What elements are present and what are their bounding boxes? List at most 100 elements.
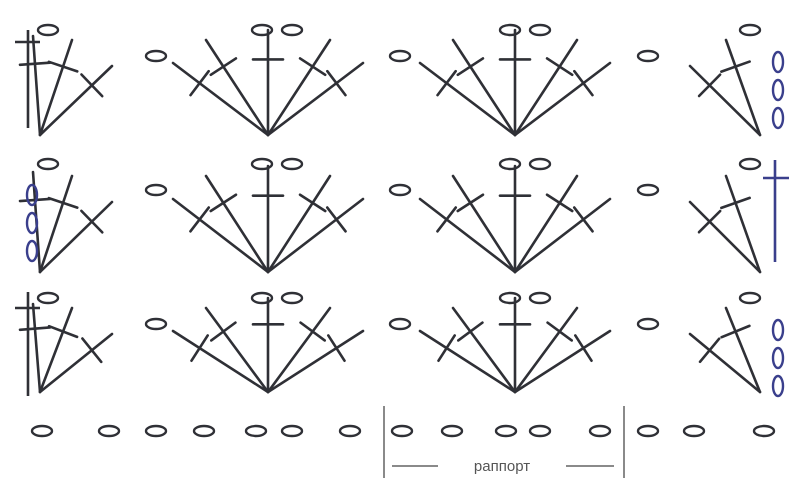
chain-stitch [250,291,274,305]
double-crochet-crossbar [326,334,346,363]
double-crochet-crossbar [18,326,52,332]
double-crochet-crossbar [456,57,485,77]
double-crochet-stitch [418,329,517,394]
foundation-chain-stitch [244,424,268,438]
chain-stitch [636,183,660,197]
foundation-chain-stitch [636,424,660,438]
double-crochet-crossbar [298,57,327,77]
double-crochet-crossbar [47,196,79,209]
double-crochet-stitch [204,38,270,137]
chain-stitch [528,23,552,37]
double-crochet-stitch [171,61,270,137]
double-crochet-stitch [418,197,517,274]
chain-stitch [250,157,274,171]
double-crochet-crossbar [209,193,238,213]
turning-chain-stitch [771,106,785,130]
chain-stitch [36,23,60,37]
repeat-label: раппорт [474,458,530,475]
double-crochet-stitch [513,306,579,394]
double-crochet-crossbar [189,206,211,233]
double-crochet-crossbar [209,321,237,342]
chart-marks [15,23,789,438]
turning-chain-stitch [25,211,39,235]
double-crochet-stitch [513,174,579,274]
chain-stitch [528,157,552,171]
double-crochet-stitch [724,306,762,394]
turning-chain-stitch [771,50,785,74]
double-crochet-crossbar [18,197,52,203]
chain-stitch [738,157,762,171]
foundation-chain-stitch [280,424,304,438]
foundation-chain-stitch [752,424,776,438]
foundation-chain-stitch [144,424,168,438]
double-crochet-crossbar [80,209,104,234]
double-crochet-crossbar [298,193,327,213]
chain-stitch [636,49,660,63]
double-crochet-crossbar [720,196,751,210]
chain-stitch [250,23,274,37]
double-crochet-stitch [688,64,762,137]
double-crochet-crossbar [190,334,210,363]
double-crochet-crossbar [572,206,594,233]
double-crochet-stitch [451,306,517,394]
double-crochet-crossbar [436,69,457,97]
double-crochet-stitch [451,38,517,137]
double-crochet-stitch [266,306,332,394]
double-crochet-crossbar [720,324,751,339]
double-crochet-stitch [204,174,270,274]
double-crochet-crossbar [697,73,722,98]
chain-stitch [144,317,168,331]
chain-stitch [498,291,522,305]
double-crochet-crossbar [573,334,593,363]
double-crochet-stitch [688,332,762,394]
double-crochet-stitch [38,64,114,137]
chain-stitch [738,23,762,37]
foundation-chain-stitch [192,424,216,438]
foundation-chain-stitch [97,424,121,438]
chain-stitch [738,291,762,305]
double-crochet-stitch [266,329,365,394]
double-crochet-crossbar [545,57,574,77]
foundation-chain-stitch [30,424,54,438]
double-crochet-stitch [513,38,579,137]
double-crochet-crossbar [81,337,103,364]
foundation-chain-stitch [588,424,612,438]
double-crochet-crossbar [209,57,238,77]
double-crochet-crossbar [325,206,347,233]
double-crochet-stitch [513,61,612,137]
double-crochet-crossbar [697,209,722,234]
double-crochet-stitch [513,197,612,274]
double-crochet-crossbar [47,324,79,339]
double-crochet-stitch [418,61,517,137]
double-crochet-stitch [266,174,332,274]
foundation-chain-stitch [494,424,518,438]
double-crochet-crossbar [436,206,458,233]
double-crochet-crossbar [299,321,327,342]
double-crochet-stitch [513,329,612,394]
double-crochet-crossbar [573,69,594,97]
turning-chain-stitch [771,346,785,370]
double-crochet-stitch [171,329,270,394]
double-crochet-crossbar [698,337,721,364]
chain-stitch [498,157,522,171]
chain-stitch [36,291,60,305]
foundation-chain-stitch [528,424,552,438]
turning-chain-stitch [771,318,785,342]
turning-chain-stitch [771,374,785,398]
double-crochet-crossbar [545,193,574,213]
double-crochet-stitch [31,34,42,137]
double-crochet-stitch [724,174,762,274]
double-crochet-crossbar [456,321,484,342]
double-crochet-crossbar [437,334,457,363]
double-crochet-stitch [38,200,114,274]
double-crochet-crossbar [18,61,52,67]
chain-stitch [388,317,412,331]
chain-stitch [36,157,60,171]
turning-chain-stitch [25,183,39,207]
double-crochet-stitch [688,200,762,274]
double-crochet-stitch [38,174,74,274]
foundation-chain-stitch [682,424,706,438]
double-crochet-stitch [38,306,74,394]
chain-stitch [280,157,304,171]
